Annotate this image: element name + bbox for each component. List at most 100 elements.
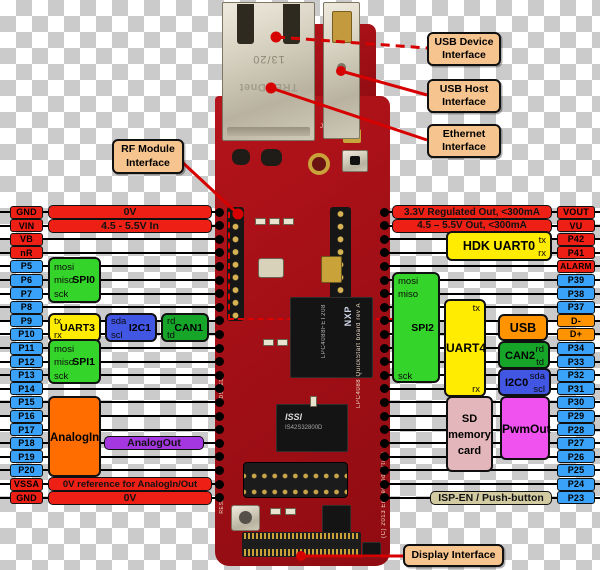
right-pin-P32: P32 [557,368,595,382]
block-analog-in: AnalogIn [48,396,101,478]
right-pin-VOUT: VOUT [557,205,595,219]
resistor [263,339,274,346]
right-wire-dot [379,397,389,407]
left-pin-GND: GND [10,205,43,219]
left-wire [0,455,222,458]
left-pin-GND: GND [10,491,43,505]
resistor [283,218,294,225]
right-pin-P37: P37 [557,300,595,314]
right-pin-P39: P39 [557,273,595,287]
resistor [270,508,281,515]
right-wire-dot [379,329,389,339]
right-pin-VU: VU [557,219,595,233]
left-pin-P5: P5 [10,259,43,273]
right-wire-dot [379,425,389,435]
left-wire [0,306,222,309]
left-wire [0,265,222,268]
right-pin-P25: P25 [557,463,595,477]
block-sub-td: td [536,357,544,369]
right-wire-dot [379,207,389,217]
left-wire-dot [215,384,224,394]
left-wire [0,292,222,295]
block-sub-rx: rx [54,329,62,341]
right-wire-dot [379,465,389,475]
block-sub-sda: sda [111,316,127,328]
block-label-line: AnalogIn [50,431,100,444]
left-wire-dot [215,221,224,231]
right-pin-P41: P41 [557,246,595,260]
right-pin-D-: D- [557,314,595,328]
left-wire-dot [215,493,224,503]
left-wire-dot [215,465,224,475]
block-sub-rd: rd [535,343,544,355]
callout-text: Interface [442,96,486,108]
bar-isp-en: ISP-EN / Push-button [430,490,552,505]
left-wire-dot [215,302,224,312]
block-sub-tx: tx [54,316,62,328]
right-wire [380,319,600,322]
right-wire-dot [379,384,389,394]
block-label-line: USB [509,320,537,335]
block-sub-rd: rd [167,316,176,328]
right-pin-P27: P27 [557,436,595,450]
block-label-line: card [457,445,482,458]
left-pin-P9: P9 [10,314,43,328]
block-sub-tx: tx [538,234,546,246]
block-label-analog-in: AnalogIn [50,430,99,447]
ram-chip: ISSI IS42S32800D [276,404,348,452]
left-wire [0,415,222,417]
block-label-uart4: UART4 [446,340,486,357]
resistor [277,339,288,346]
left-pin-P8: P8 [10,300,43,314]
block-label-line: SPI1 [72,355,95,368]
right-wire-dot [379,234,389,244]
left-wire-dot [215,411,224,421]
crystal [258,258,284,278]
left-wire [0,251,222,254]
left-pin-P10: P10 [10,327,43,341]
block-label-line: CAN2 [505,349,535,362]
callout-text: USB Host [439,82,489,95]
block-label-hdk-uart0: HDK UART0 [448,238,550,256]
left-wire-dot [215,479,224,489]
resistor [269,218,280,225]
left-wire-dot [215,397,224,407]
left-wire-dot [215,357,224,367]
right-wire [380,279,600,281]
left-wire-dot [215,261,224,271]
block-label-line: HDK UART0 [462,239,536,254]
block-sub-sck: sck [398,370,413,382]
left-wire-dot [215,343,224,353]
left-pin-P19: P19 [10,450,43,464]
right-wire-dot [379,479,389,489]
left-pin-P11: P11 [10,341,43,355]
left-pin-VSSA: VSSA [10,477,43,491]
user-button [342,150,368,172]
block-label-spi2: SPI2 [411,321,434,337]
left-wire-dot [215,248,224,258]
right-wire-dot [379,452,389,462]
right-pin-D+: D+ [557,327,595,341]
bar-vout-33: 3.3V Regulated Out, <300mA [392,205,552,219]
block-label-line: memory [448,429,491,442]
callout-text: Interface [442,49,486,61]
right-wire-dot [379,302,389,312]
left-wire [0,401,222,404]
left-pin-P20: P20 [10,463,43,477]
resistor [285,508,296,515]
right-wire [380,265,600,268]
left-pin-P12: P12 [10,355,43,369]
left-pin-nR: nR [10,246,43,260]
right-wire [380,387,600,390]
bar-left-vin: 4.5 - 5.5V In [48,218,212,233]
left-wire-dot [215,425,224,435]
right-pin-P42: P42 [557,232,595,246]
